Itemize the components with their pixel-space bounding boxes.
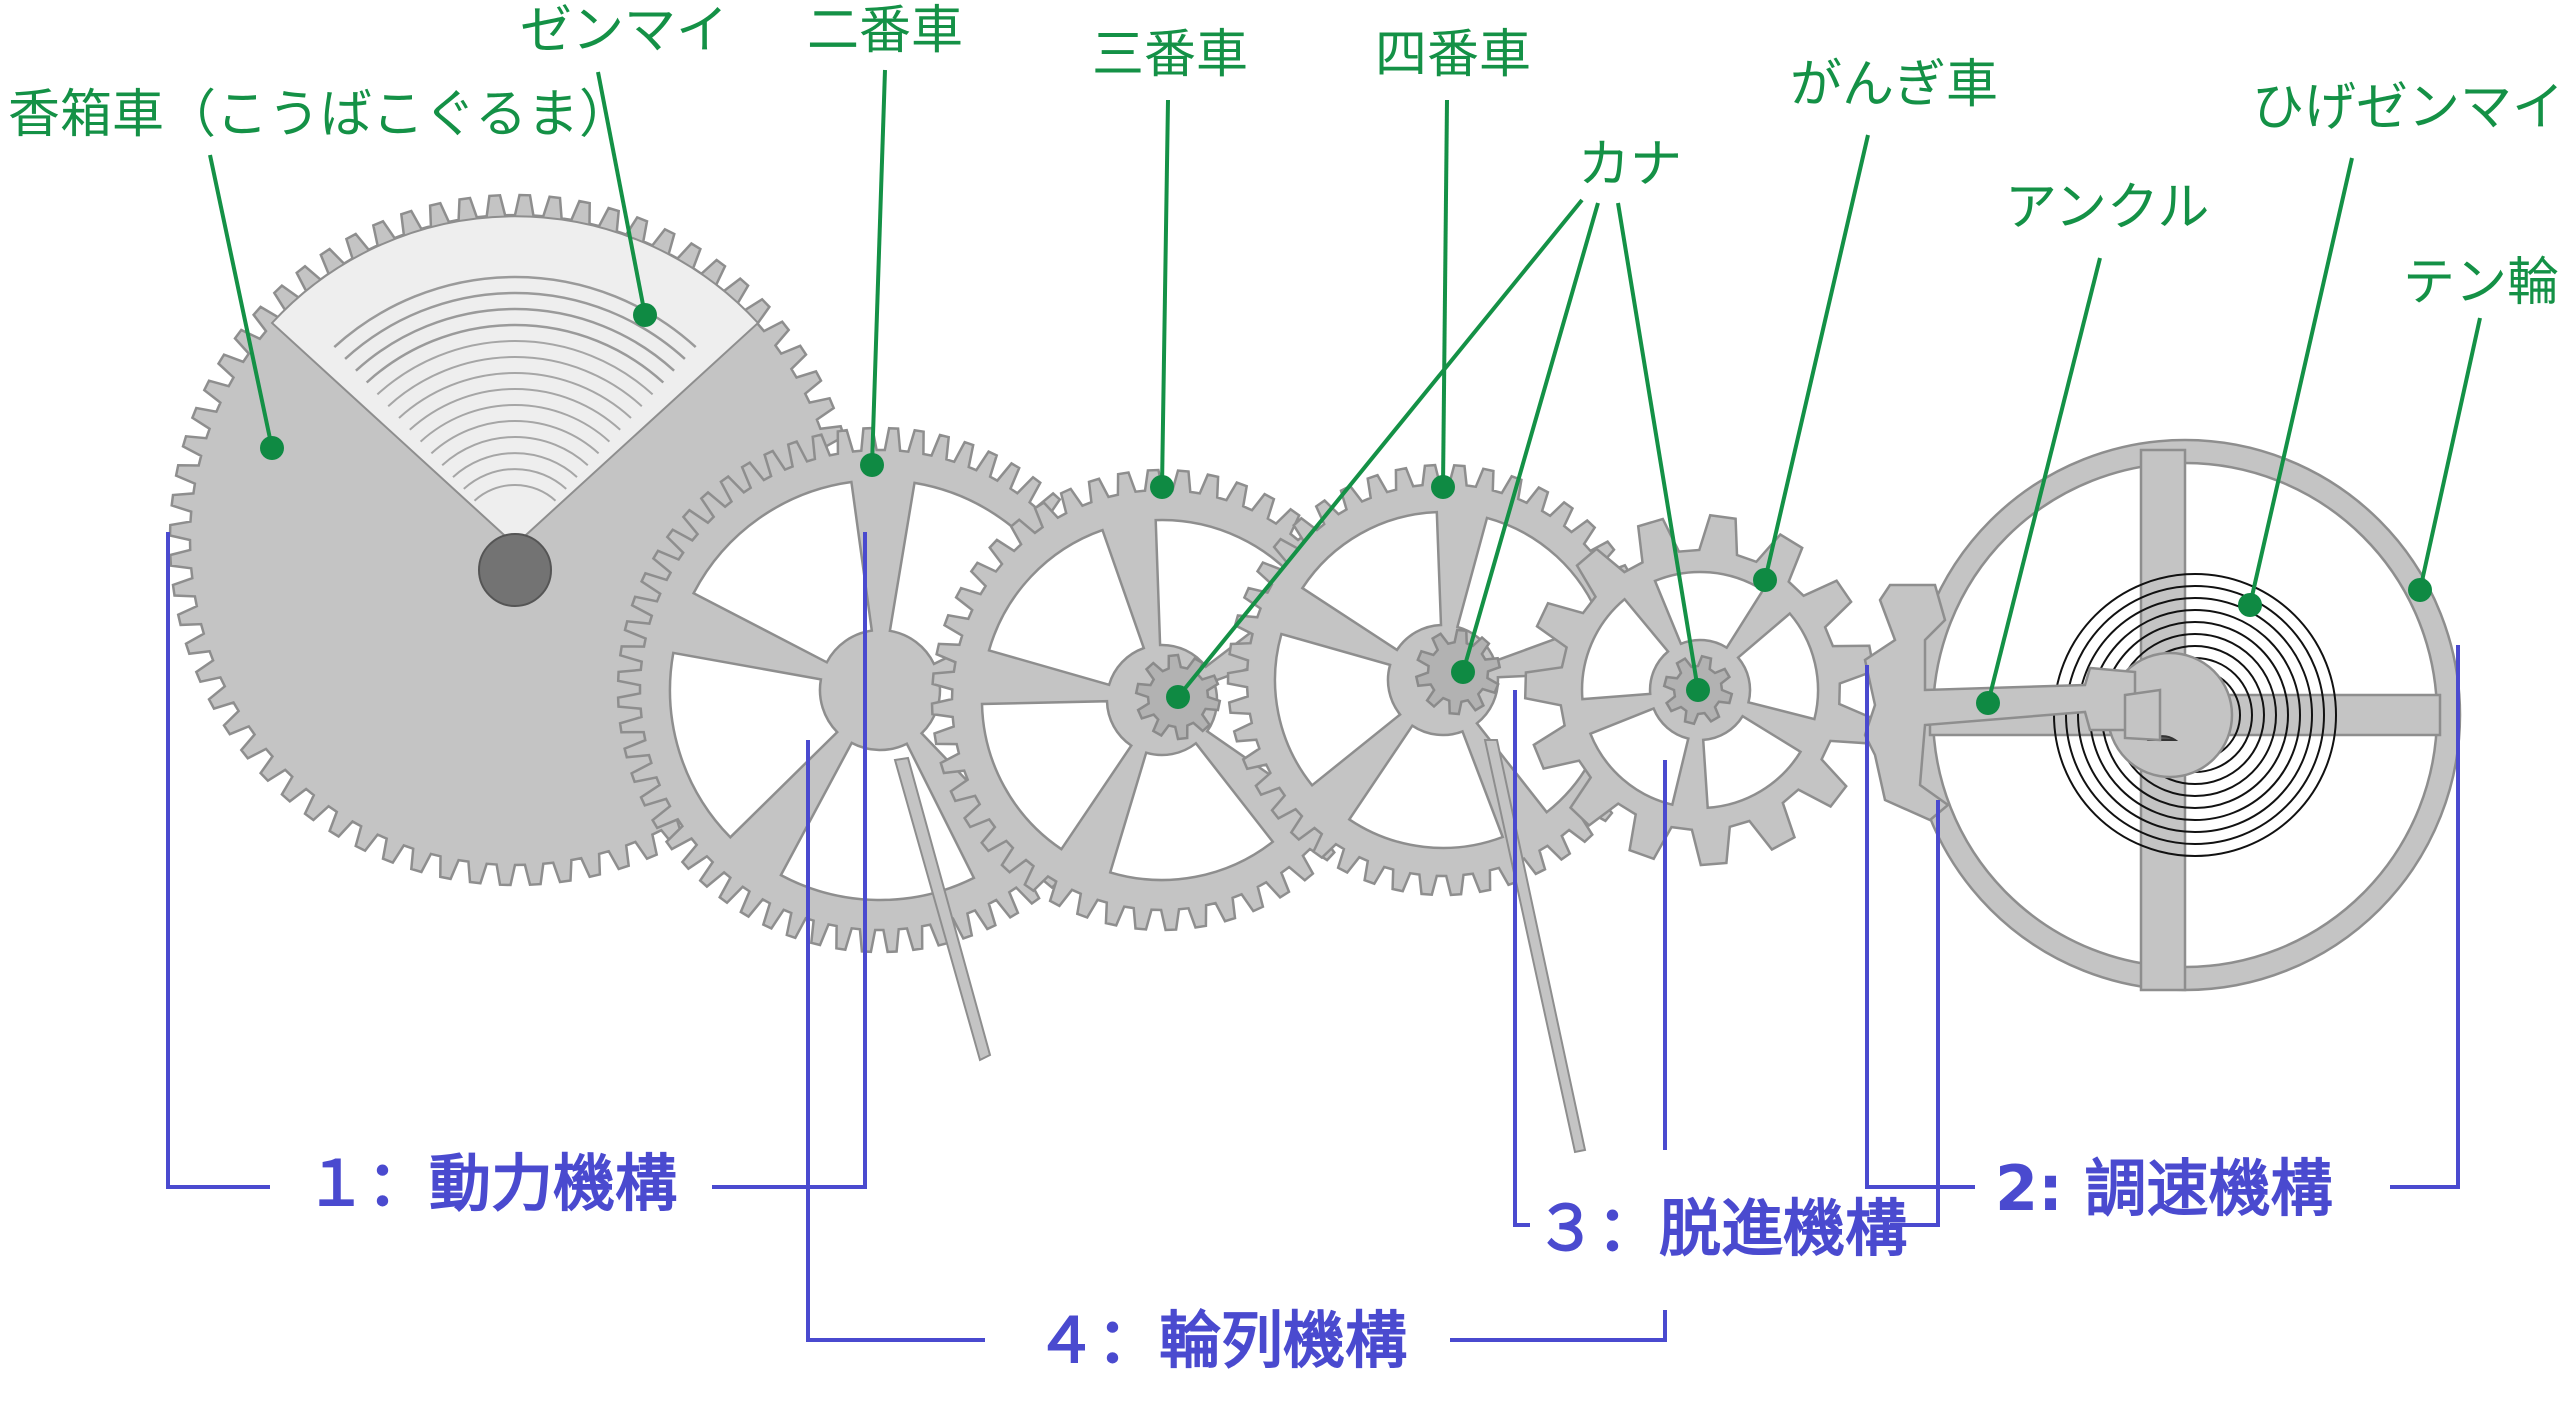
spring-coil [409, 388, 621, 431]
label-second-wheel: 二番車 [807, 1, 963, 61]
spring-coil [419, 403, 611, 443]
dot-hairspring [2238, 593, 2262, 617]
bracket-regulation [1865, 665, 1975, 1189]
spoke-window [1108, 741, 1275, 882]
dot-pinion-a [1166, 685, 1190, 709]
dot-barrel [260, 436, 284, 460]
pallet-fork [1863, 583, 2162, 822]
spring-coil [441, 436, 589, 466]
spoke-window [1736, 611, 1820, 721]
label-barrel: 香箱車（こうばこぐるま） [8, 85, 631, 145]
leader-pallet-fork [1986, 257, 2102, 704]
label-balance-wheel: テン輪 [2403, 253, 2559, 313]
gears-layer [168, 193, 2462, 1154]
group-gear-train: ４：輪列機構 [1035, 1304, 1407, 1377]
leader-barrel [208, 154, 274, 449]
dot-escape-wheel [1753, 568, 1777, 592]
spring-coil [355, 307, 675, 372]
spoke-window [1300, 510, 1443, 652]
group-brackets [166, 532, 2460, 1342]
label-escape-wheel: がんぎ車 [1790, 55, 1998, 115]
mainspring-coils [333, 275, 697, 502]
dot-pinion-b [1451, 660, 1475, 684]
hairspring-coil [2065, 585, 2325, 845]
spoke-window [1347, 723, 1505, 850]
spring-coil [430, 419, 600, 455]
group-escapement: ３：脱進機構 [1535, 1192, 1907, 1265]
dot-fourth-wheel [1431, 475, 1455, 499]
leader-pinion-b [1461, 202, 1600, 673]
leaders [208, 69, 2482, 715]
bracket-power [166, 532, 270, 1189]
hairspring-coil [2077, 597, 2313, 833]
label-mainspring: ゼンマイ [520, 1, 728, 61]
group-power: １：動力機構 [305, 1147, 677, 1220]
leader-third-wheel [1160, 99, 1170, 488]
spring-coil [398, 371, 632, 419]
leader-mainspring [596, 71, 647, 316]
label-fourth-wheel: 四番車 [1375, 25, 1531, 85]
fourth-wheel [1226, 463, 1660, 1154]
balance-wheel [1908, 438, 2462, 992]
spoke-window [691, 480, 874, 664]
bracket-gear-train-right [1450, 1310, 1667, 1342]
barrel-window [270, 215, 760, 547]
leader-hairspring [2248, 157, 2354, 606]
spring-coil [387, 356, 643, 407]
spring-coil [344, 291, 686, 360]
spring-coil [376, 340, 654, 396]
dot-second-wheel [860, 453, 884, 477]
group-regulation: 2: 調速機構 [1995, 1152, 2333, 1225]
dot-pinion-c [1686, 678, 1710, 702]
label-third-wheel: 三番車 [1092, 25, 1248, 85]
spoke-window [987, 528, 1146, 687]
label-pinion: カナ [1578, 135, 1682, 195]
leader-fourth-wheel [1441, 99, 1449, 488]
second-wheel-arbor [893, 756, 992, 1062]
spring-coil [463, 468, 567, 490]
dot-mainspring [633, 303, 657, 327]
group-labels: １：動力機構 ４：輪列機構 ３：脱進機構 2: 調速機構 [305, 1147, 2333, 1377]
spoke-window [980, 699, 1134, 851]
spoke-window [1701, 714, 1803, 810]
leader-escape-wheel [1763, 134, 1870, 581]
spring-coil [473, 483, 557, 502]
leader-pinion-a [1176, 198, 1584, 699]
leader-balance-wheel [2418, 317, 2482, 591]
spring-coil [365, 323, 665, 384]
bracket-regulation-right [2390, 645, 2460, 1189]
bracket-escapement-right [1890, 800, 1940, 1227]
bracket-power-right [712, 532, 867, 1189]
spoke-window [1580, 597, 1670, 701]
spoke-window [1273, 632, 1402, 788]
pallet-fork-body [1863, 583, 2137, 822]
dot-balance-wheel [2408, 578, 2432, 602]
leader-pinion-c [1616, 202, 1700, 691]
dot-third-wheel [1150, 475, 1174, 499]
part-labels: 香箱車（こうばこぐるま） ゼンマイ 二番車 三番車 四番車 カナ がんぎ車 アン… [8, 1, 2560, 313]
label-pallet-fork: アンクル [2005, 178, 2209, 238]
leader-second-wheel [870, 69, 887, 466]
barrel-arbor [478, 533, 552, 607]
pallet-fork-guard [2123, 688, 2162, 742]
seconds-arbor [1483, 739, 1587, 1154]
fourth-wheel-spokes [1273, 510, 1613, 850]
bracket-escapement [1513, 690, 1530, 1227]
spoke-window [668, 651, 839, 840]
label-hairspring: ひげゼンマイ [2252, 78, 2560, 138]
spring-coil [452, 452, 578, 478]
bracket-gear-train [806, 740, 985, 1342]
dot-pallet-fork [1976, 691, 2000, 715]
